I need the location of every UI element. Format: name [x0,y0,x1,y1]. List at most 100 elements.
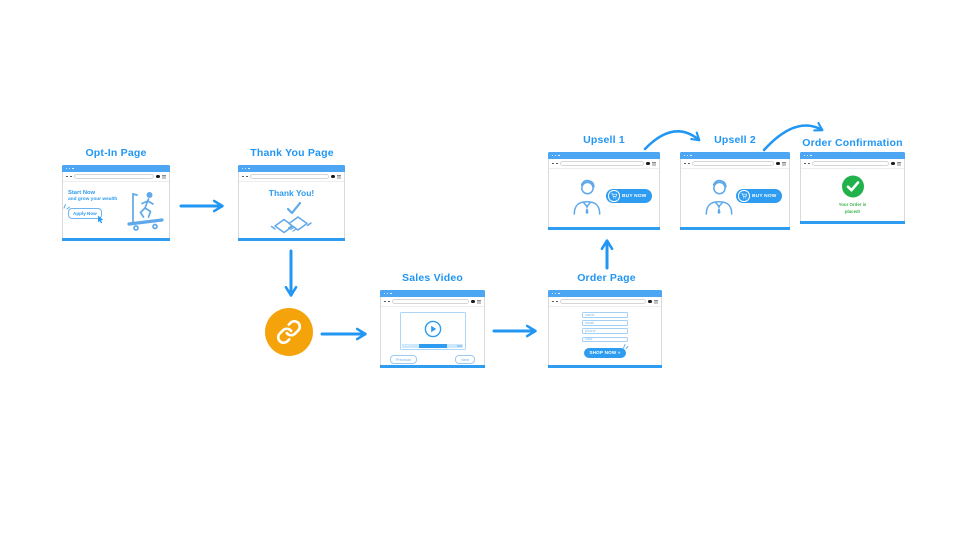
buy-now-button[interactable]: BUY NOW [735,189,782,203]
person-icon [705,179,733,215]
menu-icon [476,299,481,304]
address-bar [73,173,155,180]
back-dot [66,175,68,178]
phone-field[interactable]: phone [582,328,628,335]
optin-title: Opt-In Page [85,147,147,159]
upsell1-title: Upsell 1 [583,134,625,146]
previous-button[interactable]: Previous [390,355,417,364]
menu-icon [651,161,656,166]
titlebar-dot [383,292,386,295]
link-icon [276,319,302,345]
cursor-icon [97,215,104,224]
forward-dot [245,175,248,178]
confirmation-message-line2: placed! [844,209,861,215]
apply-now-label: Apply Now [73,211,97,216]
window-titlebar [380,290,485,297]
orderpage-title: Order Page [577,272,636,284]
link-node [265,308,313,356]
progress-end [457,344,462,347]
profile-icon [331,174,335,179]
titlebar-dot [68,167,71,170]
titlebar-dot [244,167,247,170]
window-bottom-bar [548,365,662,368]
address-bar [391,298,470,305]
progress-dot [404,345,406,347]
titlebar-dot [241,167,244,170]
titlebar-dot [558,154,560,157]
back-dot [242,175,244,178]
treadmill-runner-icon [127,192,164,231]
optin-subheadline: and grow your wealth [68,197,118,202]
titlebar-dot [803,154,806,157]
buy-now-button[interactable]: BUY NOW [605,189,652,203]
handshake-check-icon [270,201,312,234]
titlebar-dot [683,154,686,157]
shop-now-button[interactable]: SHOP NOW » [584,343,629,358]
back-dot [384,300,386,303]
window-bottom-bar [800,221,905,224]
window-toolbar [801,159,904,169]
salesvideo-title: Sales Video [402,272,463,284]
orderpage-window: name email phone card SHOP NOW » [548,290,662,368]
name-field[interactable]: name [582,312,628,318]
thankyou-window: Thank You! [238,165,345,241]
window-bottom-bar [680,227,790,230]
progress-dot [406,345,408,347]
window-bottom-bar [548,227,660,230]
click-marks-icon [622,343,629,349]
apply-now-button[interactable]: Apply Now [63,204,104,224]
window-toolbar [549,159,659,169]
titlebar-dot [65,167,68,170]
titlebar-dot [690,154,692,157]
cart-ring [608,190,620,202]
video-player[interactable] [399,312,466,350]
profile-icon [891,161,895,166]
video-progress-bar[interactable] [402,343,463,348]
profile-icon [648,299,652,304]
email-field[interactable]: email [582,320,628,326]
buy-now-label: BUY NOW [752,193,777,199]
profile-icon [156,174,160,179]
success-check-icon [841,175,864,198]
cart-ring [738,190,750,202]
thankyou-content: Thank You! [239,182,344,238]
menu-icon [336,174,341,179]
titlebar-dot [390,292,392,295]
buy-now-label: BUY NOW [622,193,647,199]
back-dot [804,162,806,165]
upsell1-content: BUY NOW [549,169,659,227]
back-dot [552,300,554,303]
titlebar-dot [806,154,809,157]
profile-icon [646,161,650,166]
upsell1-window: BUY NOW [548,152,660,230]
window-titlebar [62,165,170,172]
upsell2-window: BUY NOW [680,152,790,230]
confirmation-title: Order Confirmation [802,137,903,149]
window-toolbar [63,172,169,182]
window-bottom-bar [238,238,345,241]
shop-now-label: SHOP NOW » [589,350,621,356]
address-bar [559,298,647,305]
card-field[interactable]: card [582,336,628,343]
back-dot [684,162,686,165]
optin-headline: Start Now [68,190,96,196]
forward-dot [687,162,690,165]
play-icon[interactable] [424,320,442,338]
titlebar-dot [551,154,554,157]
address-bar [249,173,330,180]
confirmation-window: Your Order is placed! [800,152,905,224]
window-titlebar [800,152,905,159]
profile-icon [776,161,780,166]
salesvideo-content: Previous Next [381,307,484,365]
forward-dot [555,300,558,303]
forward-dot [555,162,558,165]
titlebar-dot [551,292,554,295]
next-button[interactable]: Next [455,355,475,364]
menu-icon [653,299,658,304]
menu-icon [781,161,786,166]
forward-dot [387,300,390,303]
window-toolbar [681,159,789,169]
optin-content: Start Now and grow your wealth Apply Now [63,182,169,238]
